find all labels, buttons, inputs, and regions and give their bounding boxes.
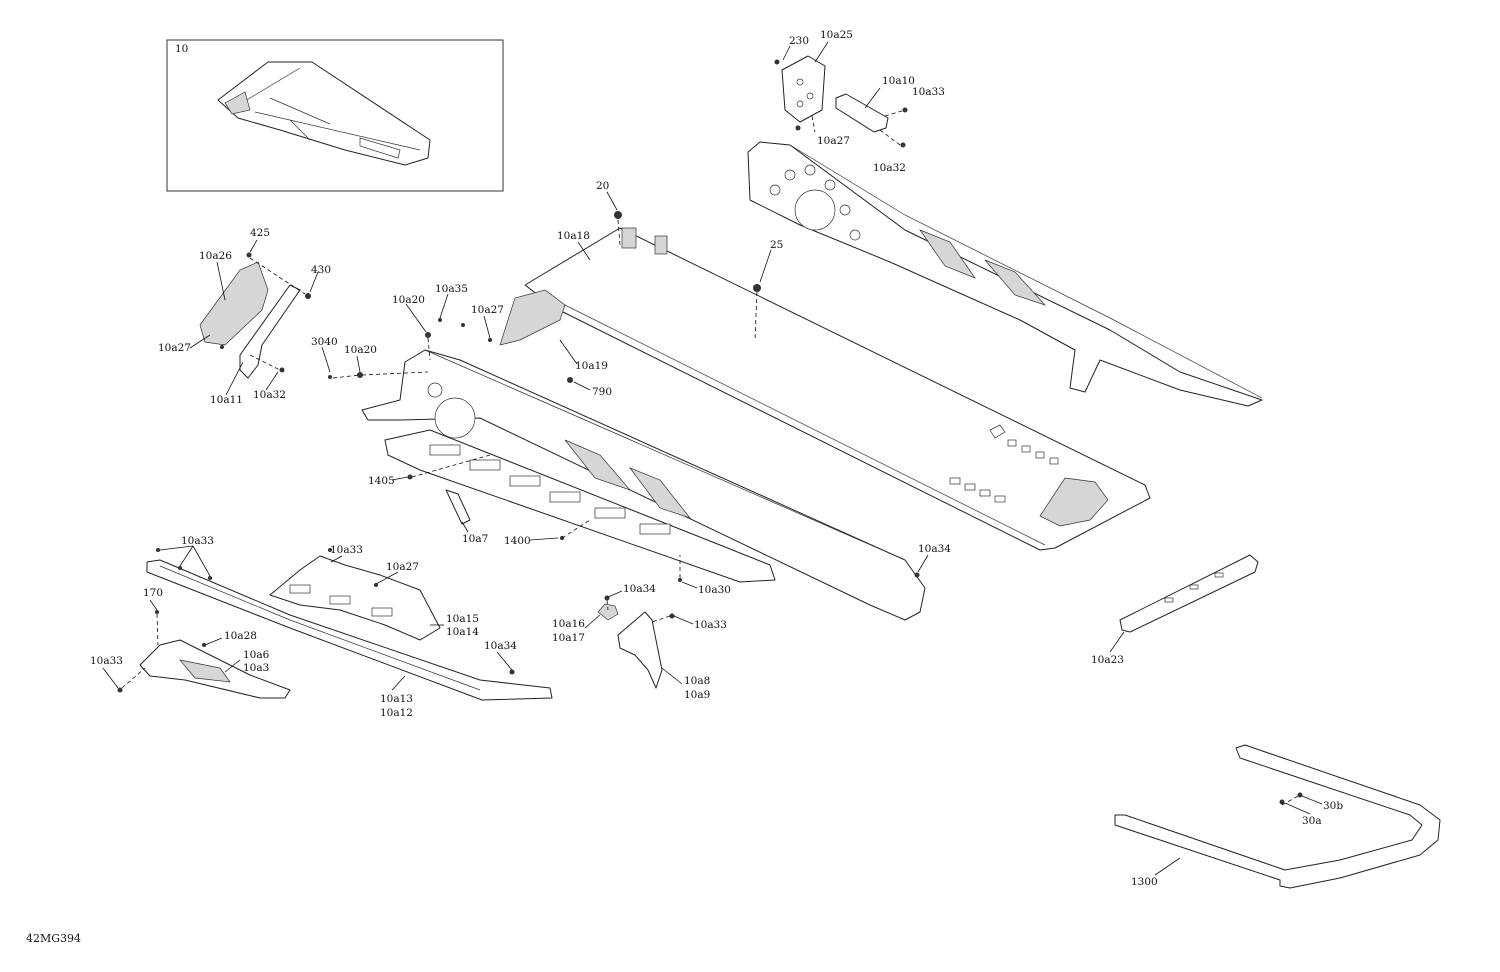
right-rail-part [747,141,1263,407]
callout-425: 425 [250,227,270,239]
callout-10a16: 10a16 [552,618,585,630]
callout-10a34-right: 10a34 [918,543,951,555]
callout-10a18: 10a18 [557,230,590,242]
callout-10a19: 10a19 [575,360,608,372]
callout-10a3: 10a3 [243,662,269,674]
callout-10a28: 10a28 [224,630,257,642]
bracket-10a25 [781,55,826,123]
callout-10a20-b: 10a20 [392,294,425,306]
leader-lines [102,41,1323,876]
callout-10a13: 10a13 [380,693,413,705]
callout-10a15: 10a15 [446,613,479,625]
callout-10a7: 10a7 [462,533,488,545]
callout-10a14: 10a14 [446,626,479,638]
footrest-bracket-10a15 [269,555,441,641]
bracket-10a8 [617,611,663,689]
callout-10a27-top: 10a27 [817,135,850,147]
tunnel-top-panel [524,227,1151,551]
callout-10a20-a: 10a20 [344,344,377,356]
callout-10a12: 10a12 [380,707,413,719]
callout-20: 20 [596,180,609,192]
left-rail-part [361,349,926,621]
callout-30a: 30a [1302,815,1322,827]
callout-10a25: 10a25 [820,29,853,41]
callout-10a11: 10a11 [210,394,243,406]
callout-10a33-center: 10a33 [694,619,727,631]
figure-id: 42MG394 [26,932,81,945]
callout-10a33-far: 10a33 [90,655,123,667]
callout-10a27-bracket: 10a27 [386,561,419,573]
callout-10a33-bl: 10a33 [181,535,214,547]
callout-10a34-bar: 10a34 [484,640,517,652]
callout-1405: 1405 [368,475,395,487]
callout-430: 430 [311,264,331,276]
callout-10a33-top: 10a33 [912,86,945,98]
callout-10a32-left: 10a32 [253,389,286,401]
fasteners [117,59,1303,805]
callout-10a27-mid: 10a27 [471,304,504,316]
callout-10: 10 [175,43,188,55]
bracket-10a10 [835,93,889,133]
inset-assembly-view [166,39,504,192]
callout-10a27-left: 10a27 [158,342,191,354]
callout-10a35: 10a35 [435,283,468,295]
callout-labels: 10 230 10a25 10a10 10a33 10a27 10a32 20 … [90,29,1343,888]
bracket-10a11 [239,284,301,379]
callout-1300: 1300 [1131,876,1158,888]
rear-bumper-1300 [1114,744,1441,889]
callout-10a9: 10a9 [684,689,710,701]
rail-10a23 [1119,554,1259,633]
bracket-10a26 [199,261,269,346]
footrest-bar-10a13 [146,559,553,701]
callout-30b: 30b [1323,800,1343,812]
callout-10a10: 10a10 [882,75,915,87]
callout-1400: 1400 [504,535,531,547]
callout-10a32-top: 10a32 [873,162,906,174]
callout-10a26: 10a26 [199,250,232,262]
callout-790: 790 [592,386,612,398]
part-10a7 [445,489,471,525]
callout-10a23: 10a23 [1091,654,1124,666]
callout-10a6: 10a6 [243,649,270,661]
callout-25: 25 [770,239,783,251]
callout-3040: 3040 [311,336,338,348]
callout-10a33-bracket: 10a33 [330,544,363,556]
callout-10a30: 10a30 [698,584,731,596]
callout-170: 170 [143,587,163,599]
callout-230: 230 [789,35,809,47]
front-cover-10a18 [499,289,566,346]
panel-slots [949,439,1059,503]
clip-10a16 [597,603,619,621]
callout-10a34-center: 10a34 [623,583,656,595]
toe-hold-10a28 [139,639,291,699]
callout-10a17: 10a17 [552,632,585,644]
callout-10a8: 10a8 [684,675,710,687]
